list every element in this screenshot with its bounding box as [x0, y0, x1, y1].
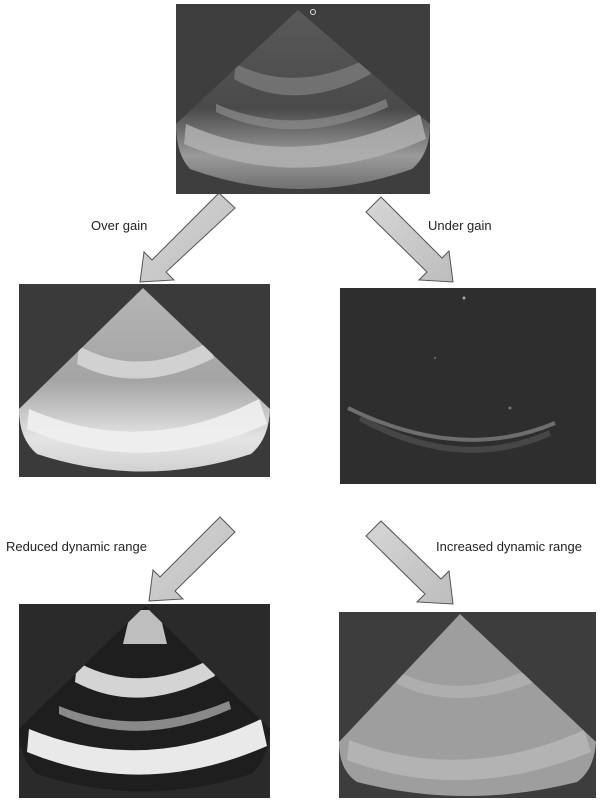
label-under-gain: Under gain [428, 218, 492, 233]
label-reduced-dynamic-range: Reduced dynamic range [6, 539, 147, 554]
arrow-over-gain [140, 193, 235, 282]
echo-image-under-gain [340, 288, 596, 484]
arrow-reduced-dynamic-range [149, 517, 235, 601]
label-increased-dynamic-range: Increased dynamic range [436, 539, 582, 554]
echo-image-increased-dynamic-range [339, 612, 596, 798]
echo-image-reduced-dynamic-range [19, 604, 270, 798]
echo-image-over-gain [19, 284, 270, 477]
label-over-gain: Over gain [91, 218, 147, 233]
arrow-increased-dynamic-range [366, 521, 453, 604]
arrow-under-gain [366, 197, 453, 282]
echo-image-normal [176, 4, 430, 194]
